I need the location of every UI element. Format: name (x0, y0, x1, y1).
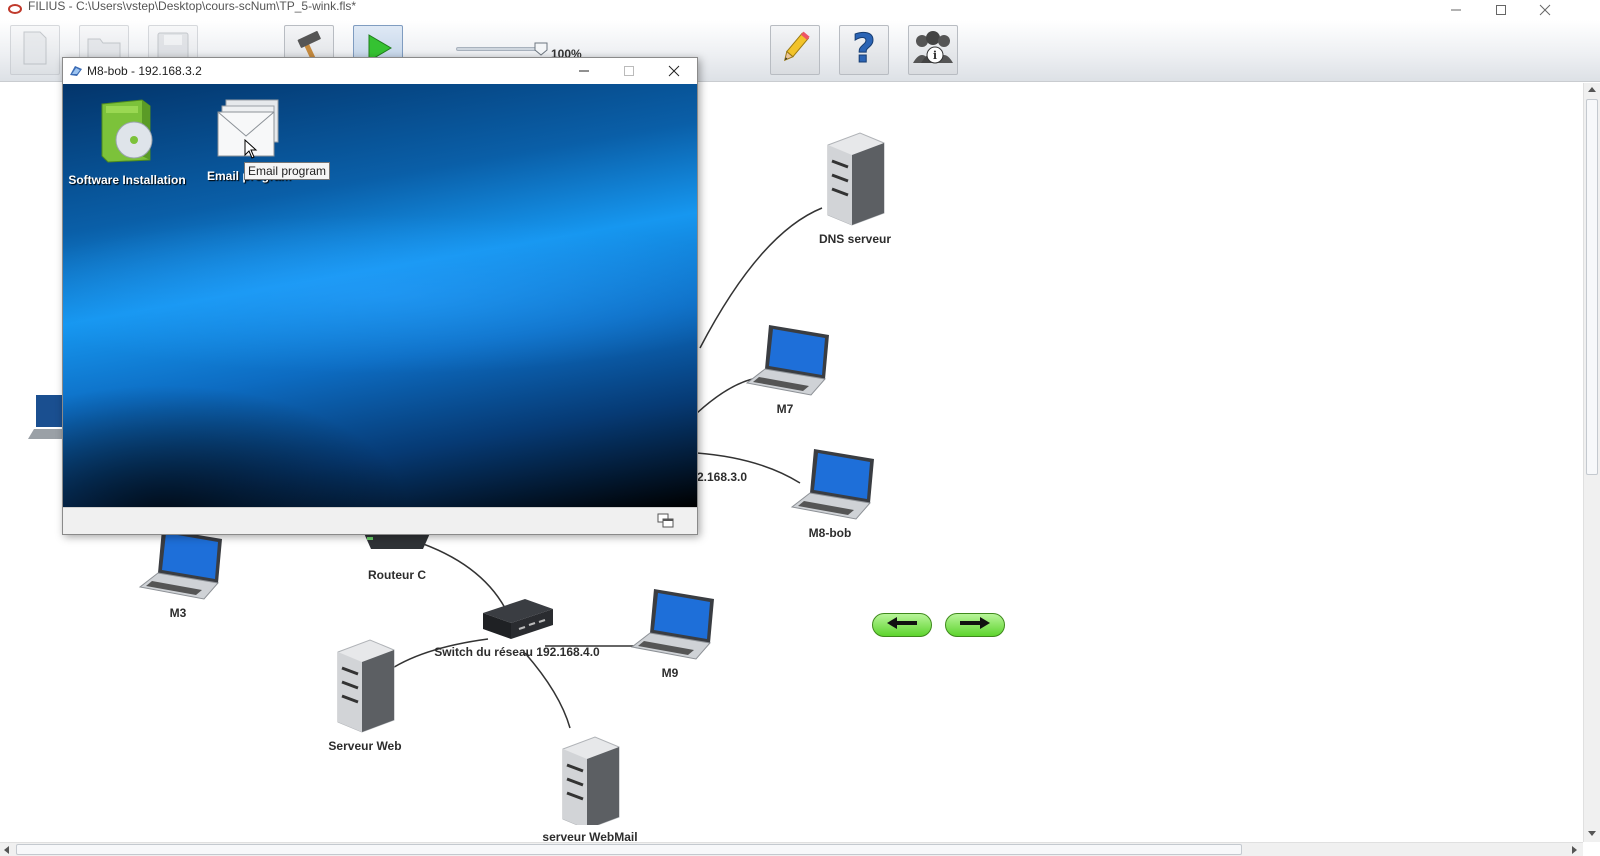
desktop-maximize-button[interactable] (607, 58, 651, 84)
windows-list-icon[interactable] (657, 513, 675, 534)
link-webmail (524, 652, 571, 729)
node-m3[interactable]: M3 (138, 525, 222, 620)
play-icon (361, 31, 395, 70)
arrow-left-icon (885, 616, 919, 635)
node-label: M9 (661, 666, 679, 680)
laptop-icon (630, 589, 714, 660)
desktop-status-bar (63, 507, 697, 534)
server-icon (562, 736, 620, 830)
server-icon (827, 132, 885, 226)
server-icon (337, 639, 395, 733)
vertical-scroll-thumb[interactable] (1586, 99, 1598, 475)
node-label: M3 (169, 606, 187, 620)
new-file-button[interactable] (10, 25, 60, 75)
documentation-button[interactable] (770, 25, 820, 75)
svg-text:?: ? (852, 28, 875, 68)
floppy-disk-icon (156, 31, 190, 70)
node-label: Switch du réseau 192.168.4.0 (434, 645, 600, 659)
pencil-icon (777, 30, 813, 71)
link-m8 (696, 452, 801, 484)
vertical-scrollbar[interactable] (1583, 83, 1600, 842)
email-program-shortcut[interactable]: Email program (189, 98, 309, 183)
scroll-up-icon[interactable] (1588, 87, 1596, 92)
zoom-slider[interactable] (456, 47, 544, 51)
node-partial-laptop[interactable] (24, 385, 68, 446)
app-title-bar: FILIUS - C:\Users\vstep\Desktop\cours-sc… (0, 0, 1600, 20)
app-title: FILIUS - C:\Users\vstep\Desktop\cours-sc… (28, 0, 357, 13)
software-cd-box-icon (94, 99, 160, 168)
node-label: M8-bob (808, 526, 852, 540)
filius-logo-icon (8, 1, 22, 14)
node-web-server[interactable]: Serveur Web (310, 638, 420, 753)
svg-text:i: i (933, 49, 937, 62)
hammer-icon (292, 30, 326, 70)
horizontal-scroll-thumb[interactable] (16, 844, 1242, 855)
previous-button[interactable] (872, 613, 932, 637)
node-label: serveur WebMail (542, 830, 638, 842)
zoom-slider-thumb[interactable] (534, 42, 548, 56)
node-label: DNS serveur (818, 232, 892, 246)
desktop-area[interactable]: Software Installation Email program (63, 84, 697, 507)
tooltip: Email program (244, 162, 331, 180)
link-dns (699, 207, 823, 349)
node-switch[interactable]: Switch du réseau 192.168.4.0 (432, 595, 602, 659)
desktop-window-title-bar[interactable]: M8-bob - 192.168.3.2 (63, 58, 697, 84)
question-mark-icon: ? (849, 25, 879, 73)
desktop-minimize-button[interactable] (562, 58, 606, 84)
desktop-close-button[interactable] (652, 58, 696, 84)
node-label: M7 (776, 402, 794, 416)
horizontal-scrollbar[interactable] (0, 842, 1583, 856)
scroll-right-icon[interactable] (1572, 846, 1577, 854)
next-button[interactable] (945, 613, 1005, 637)
people-info-icon: i (911, 29, 955, 72)
shortcut-label: Software Installation (68, 173, 186, 187)
link-routeur-switch (414, 540, 506, 609)
laptop-icon (745, 325, 829, 396)
maximize-button[interactable] (1478, 0, 1524, 20)
node-label: Serveur Web (328, 739, 402, 753)
scroll-left-icon[interactable] (4, 846, 9, 854)
window-app-icon (69, 64, 83, 82)
node-m7[interactable]: M7 (745, 321, 829, 416)
node-routeur-c[interactable]: Routeur C (352, 531, 442, 582)
laptop-icon (138, 529, 222, 600)
software-installation-shortcut[interactable]: Software Installation (67, 98, 187, 187)
node-dns-server[interactable]: DNS serveur (800, 131, 910, 246)
help-button[interactable]: ? (839, 25, 889, 75)
node-webmail-server[interactable]: serveur WebMail (530, 735, 650, 842)
mouse-cursor-icon (244, 138, 258, 164)
router-icon (363, 531, 431, 549)
network-label-partial: 2.168.3.0 (697, 470, 748, 484)
scroll-down-icon[interactable] (1588, 831, 1596, 836)
node-m8-bob[interactable]: M8-bob (790, 445, 874, 540)
desktop-window-title: M8-bob - 192.168.3.2 (87, 64, 202, 78)
node-m9[interactable]: M9 (630, 585, 714, 680)
close-app-button[interactable] (1522, 0, 1568, 20)
envelope-icon (216, 99, 282, 164)
switch-icon (483, 599, 553, 639)
node-label: Routeur C (368, 568, 426, 582)
laptop-icon (790, 449, 874, 520)
minimize-button[interactable] (1433, 0, 1479, 20)
laptop-icon (28, 395, 68, 439)
info-button[interactable]: i (908, 25, 958, 75)
arrow-right-icon (958, 616, 992, 635)
host-desktop-window: M8-bob - 192.168.3.2 Software Ins (62, 57, 698, 535)
blank-page-icon (20, 30, 50, 71)
